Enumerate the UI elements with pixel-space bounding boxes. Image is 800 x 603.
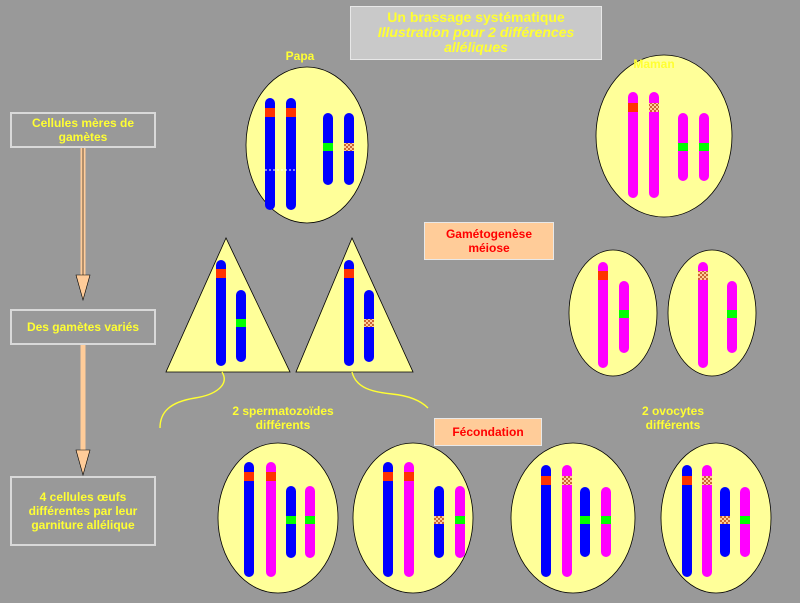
- zygote-2: [352, 442, 474, 594]
- tag-meiosis-line-1: Gamétogenèse: [445, 227, 533, 241]
- label-sperm-line-1: 2 spermatozoïdes: [232, 404, 334, 418]
- ovocyte-2: [667, 249, 757, 377]
- arrow-down-icon: [75, 449, 91, 477]
- sperm-cell-2: [295, 237, 429, 409]
- side-step-zygotes: 4 cellules œufs différentes par leur gar…: [10, 476, 156, 546]
- title-line-2: Illustration pour 2 différences: [377, 24, 575, 40]
- chromosome: [286, 98, 296, 210]
- label-sperm: 2 spermatozoïdes différents: [213, 404, 353, 432]
- ovocyte-1: [568, 249, 658, 377]
- tag-fecondation: Fécondation: [434, 418, 542, 446]
- sperm-cell-1: [159, 237, 291, 429]
- label-sperm-line-2: différents: [255, 418, 311, 432]
- title-box: Un brassage systématique Illustration po…: [350, 6, 602, 60]
- zygote-4: [660, 442, 772, 594]
- side-step-mother-cells: Cellules mères de gamètes: [10, 112, 156, 148]
- label-ovo-line-2: différents: [645, 418, 701, 432]
- label-papa: Papa: [285, 49, 315, 63]
- label-ovo-line-1: 2 ovocytes: [641, 404, 705, 418]
- father-mother-cell: [245, 66, 369, 224]
- arrow-down-icon: [75, 274, 91, 302]
- title-line-1: Un brassage systématique: [387, 9, 565, 25]
- chromosome: [649, 92, 659, 198]
- side-step-gametes: Des gamètes variés: [10, 309, 156, 345]
- mother-mother-cell: [595, 54, 733, 218]
- chromosome: [265, 98, 275, 210]
- zygote-1: [217, 442, 339, 594]
- label-ovocytes: 2 ovocytes différents: [613, 404, 733, 432]
- title-line-3: alléliques: [444, 39, 508, 55]
- label-maman: Maman: [633, 57, 675, 71]
- tag-meiosis: Gamétogenèse méiose: [424, 222, 554, 260]
- zygote-3: [510, 442, 636, 594]
- chromosome: [628, 92, 638, 198]
- tag-meiosis-line-2: méiose: [468, 241, 510, 255]
- flow-arrows: [75, 148, 91, 477]
